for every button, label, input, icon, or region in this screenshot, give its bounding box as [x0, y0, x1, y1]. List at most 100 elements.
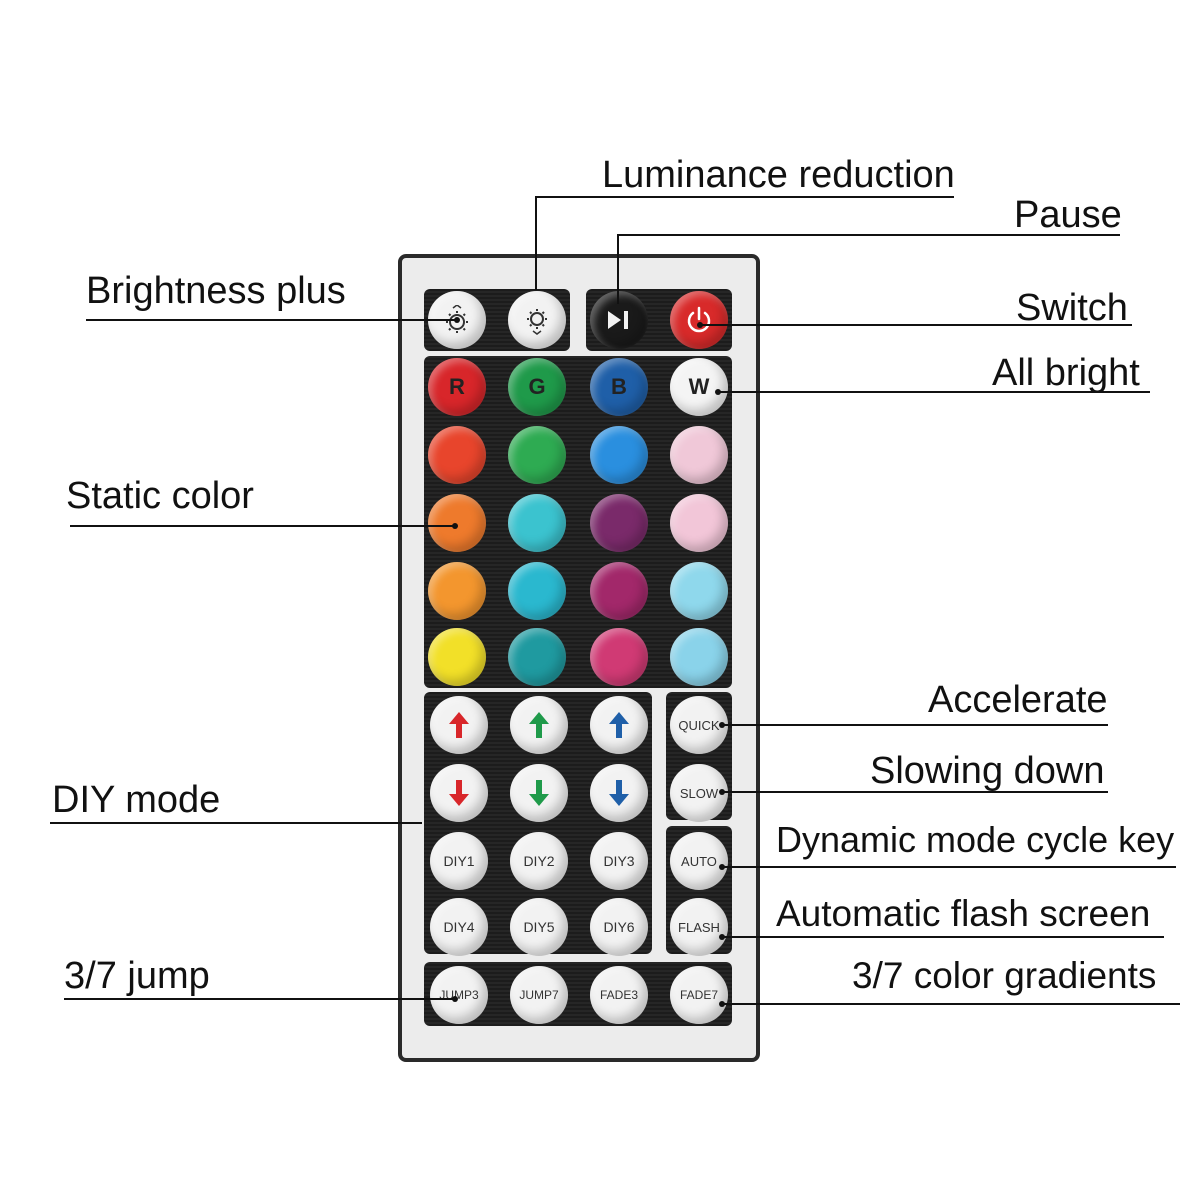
color-button[interactable]	[590, 628, 648, 686]
switch-button[interactable]	[670, 291, 728, 349]
label-accelerate: Accelerate	[928, 679, 1108, 721]
play-pause-icon	[608, 311, 628, 329]
red-down-button[interactable]	[430, 764, 488, 822]
leader-3-7-jump	[64, 998, 456, 1000]
arrow-up-icon	[529, 712, 549, 738]
label-diy-mode: DIY mode	[52, 779, 221, 821]
color-button[interactable]	[508, 628, 566, 686]
jump7-button[interactable]: JUMP7	[510, 966, 568, 1024]
brightness-down-icon	[527, 309, 547, 335]
arrow-down-icon	[529, 780, 549, 806]
color-button[interactable]	[508, 494, 566, 552]
slow-label: SLOW	[679, 785, 719, 801]
leader-dynamic-mode	[722, 866, 1176, 868]
fade7-button[interactable]: FADE7	[670, 966, 728, 1024]
label-static-color: Static color	[66, 475, 254, 517]
brightness-up-icon	[446, 305, 468, 333]
red-up-button[interactable]	[430, 696, 488, 754]
label-brightness-plus: Brightness plus	[86, 270, 346, 312]
leader-3-7-color-gradients-dot	[719, 1001, 725, 1007]
red-button[interactable]: R	[428, 358, 486, 416]
leader-static-color-dot	[452, 523, 458, 529]
leader-automatic-flash-dot	[719, 934, 725, 940]
label-slowing-down: Slowing down	[870, 750, 1105, 792]
label-luminance-reduction: Luminance reduction	[602, 154, 955, 196]
leader-static-color	[70, 525, 456, 527]
color-button[interactable]	[508, 426, 566, 484]
green-up-button[interactable]	[510, 696, 568, 754]
color-button[interactable]	[508, 562, 566, 620]
jump3-button[interactable]: JUMP3	[430, 966, 488, 1024]
diy1-label: DIY1	[443, 853, 475, 869]
color-button[interactable]	[428, 426, 486, 484]
diy2-button[interactable]: DIY2	[510, 832, 568, 890]
arrow-down-icon	[609, 780, 629, 806]
label-3-7-jump: 3/7 jump	[64, 955, 210, 997]
leader-all-bright-dot	[715, 389, 721, 395]
diy6-button[interactable]: DIY6	[590, 898, 648, 956]
diy6-label: DIY6	[603, 919, 635, 935]
fade3-button[interactable]: FADE3	[590, 966, 648, 1024]
leader-slowing-down	[722, 791, 1108, 793]
diy4-button[interactable]: DIY4	[430, 898, 488, 956]
color-button[interactable]	[590, 426, 648, 484]
arrow-up-icon	[449, 712, 469, 738]
white-button[interactable]: W	[670, 358, 728, 416]
diy2-label: DIY2	[523, 853, 555, 869]
color-button[interactable]	[670, 628, 728, 686]
blue-button-label: B	[611, 374, 627, 399]
leader-luminance-horizontal	[536, 196, 954, 198]
leader-diy-mode	[50, 822, 422, 824]
green-button-label: G	[528, 374, 546, 399]
leader-automatic-flash	[722, 936, 1164, 938]
luminance-reduction-button[interactable]	[508, 291, 566, 349]
color-button[interactable]	[670, 494, 728, 552]
color-button[interactable]	[670, 426, 728, 484]
arrow-down-icon	[449, 780, 469, 806]
diy3-label: DIY3	[603, 853, 635, 869]
color-button[interactable]	[428, 562, 486, 620]
quick-button[interactable]: QUICK	[670, 696, 728, 754]
auto-label: AUTO	[681, 853, 717, 869]
color-button[interactable]	[670, 562, 728, 620]
label-3-7-color-gradients: 3/7 color gradients	[852, 955, 1157, 996]
diy5-label: DIY5	[523, 919, 555, 935]
leader-slowing-down-dot	[719, 789, 725, 795]
blue-up-button[interactable]	[590, 696, 648, 754]
label-automatic-flash-screen: Automatic flash screen	[776, 893, 1151, 934]
color-button[interactable]	[428, 628, 486, 686]
leader-pause-vertical	[617, 234, 619, 304]
leader-dynamic-mode-dot	[719, 864, 725, 870]
flash-button[interactable]: FLASH	[670, 898, 728, 956]
slow-button[interactable]: SLOW	[670, 764, 728, 822]
label-dynamic-mode-cycle-key: Dynamic mode cycle key	[776, 819, 1175, 860]
leader-brightness-plus	[86, 319, 458, 321]
auto-button[interactable]: AUTO	[670, 832, 728, 890]
blue-button[interactable]: B	[590, 358, 648, 416]
leader-luminance-vertical	[535, 196, 537, 290]
leader-accelerate-dot	[719, 722, 725, 728]
leader-brightness-plus-dot	[454, 317, 460, 323]
arrow-up-icon	[609, 712, 629, 738]
fade3-label: FADE3	[599, 988, 638, 1002]
diy1-button[interactable]: DIY1	[430, 832, 488, 890]
pause-button[interactable]	[590, 291, 648, 349]
label-switch: Switch	[1016, 287, 1128, 329]
diy3-button[interactable]: DIY3	[590, 832, 648, 890]
leader-3-7-color-gradients	[722, 1003, 1180, 1005]
leader-switch	[700, 324, 1132, 326]
blue-down-button[interactable]	[590, 764, 648, 822]
label-pause: Pause	[1014, 194, 1122, 236]
green-down-button[interactable]	[510, 764, 568, 822]
leader-all-bright	[718, 391, 1150, 393]
color-button[interactable]	[590, 562, 648, 620]
diy4-label: DIY4	[443, 919, 475, 935]
leader-3-7-jump-dot	[452, 996, 458, 1002]
leader-switch-dot	[697, 322, 703, 328]
diy5-button[interactable]: DIY5	[510, 898, 568, 956]
power-icon	[687, 306, 711, 333]
green-button[interactable]: G	[508, 358, 566, 416]
leader-accelerate	[722, 724, 1108, 726]
color-button[interactable]	[590, 494, 648, 552]
